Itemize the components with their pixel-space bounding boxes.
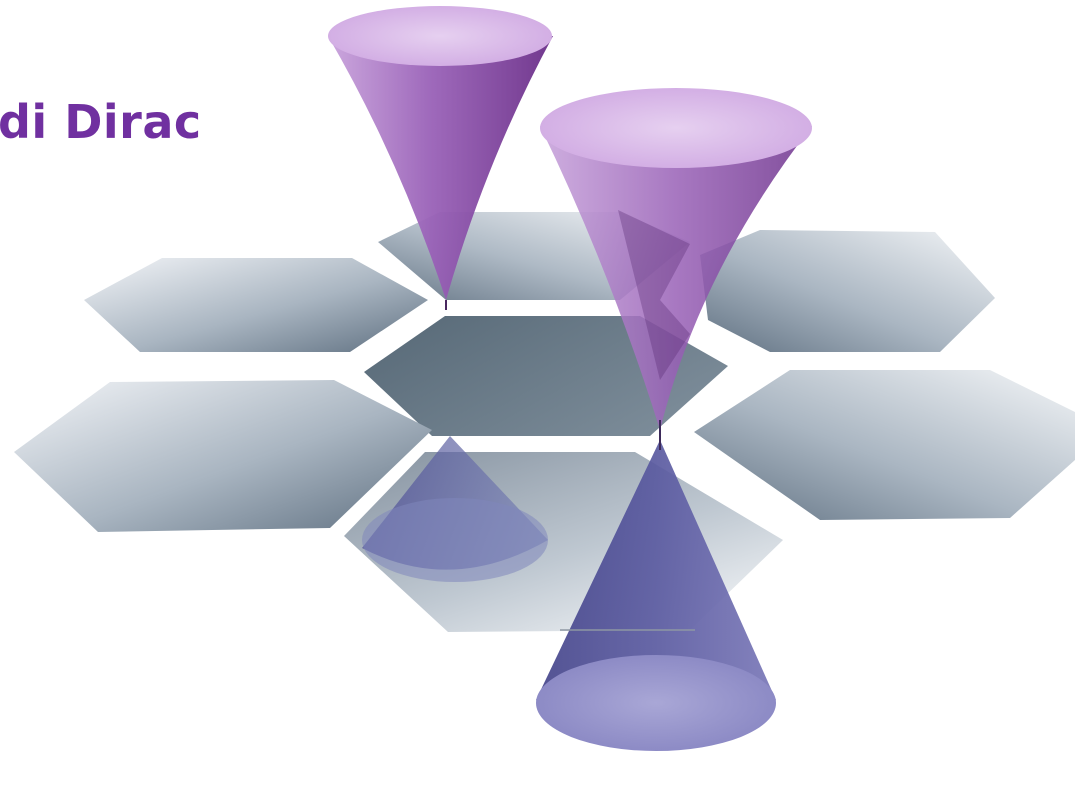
upper-cone-left xyxy=(328,6,553,310)
hexagon-middle-right xyxy=(694,370,1075,520)
page-title: di Dirac xyxy=(0,95,202,149)
hexagon-upper-left xyxy=(84,258,428,352)
hexagon-middle-left xyxy=(14,380,432,532)
hexagon-upper-right xyxy=(700,230,995,352)
lower-cone-left xyxy=(362,436,548,582)
hexagon-lattice xyxy=(14,212,1075,632)
lower-cone-right xyxy=(536,440,776,751)
upper-cone-right xyxy=(540,88,812,450)
